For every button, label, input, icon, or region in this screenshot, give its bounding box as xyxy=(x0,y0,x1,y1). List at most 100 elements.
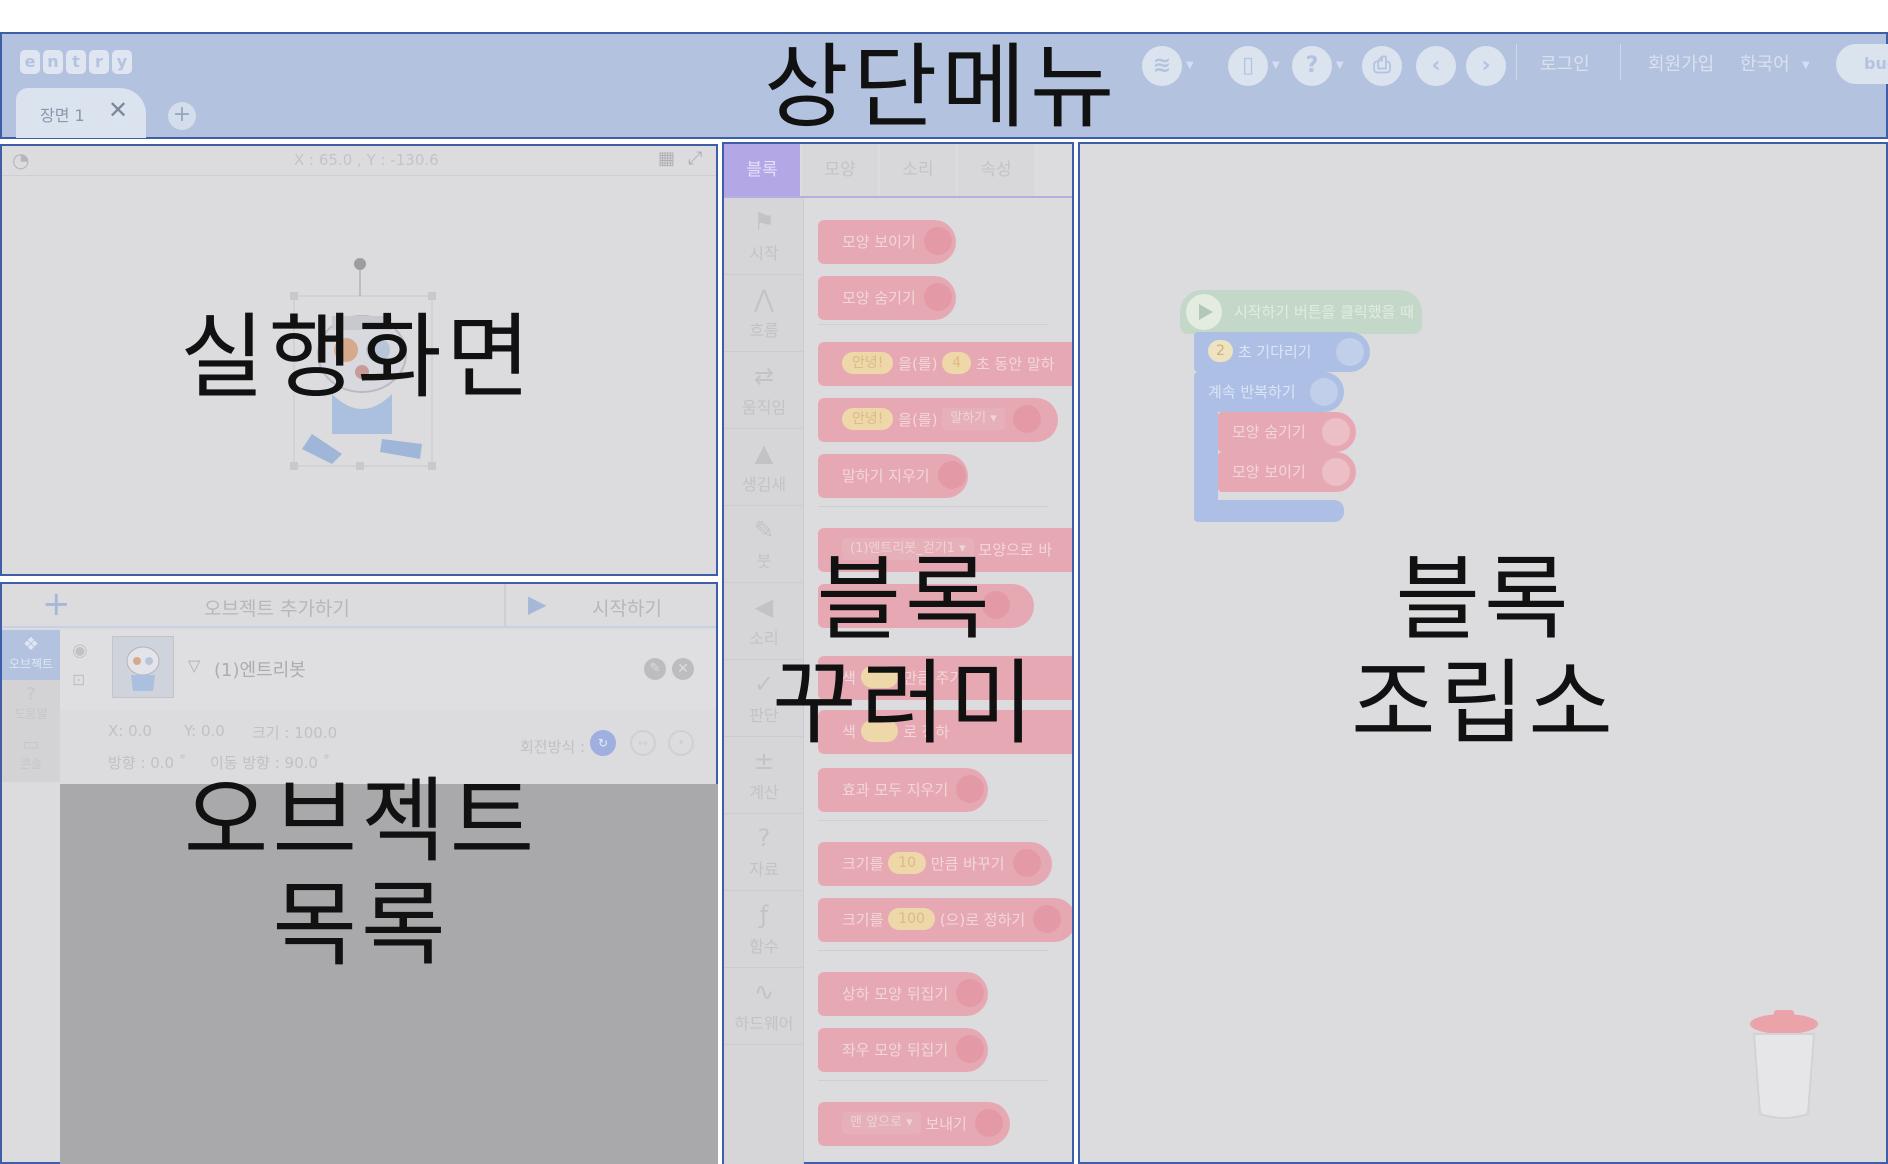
block-say-for-seconds[interactable]: 안녕! 을(를) 4 초 동안 말하 xyxy=(818,342,1072,386)
block-effect-set[interactable]: 색 로 정하 xyxy=(818,710,1072,754)
bug-report-button[interactable]: bug xyxy=(1836,44,1888,84)
category-data[interactable]: ?자료 xyxy=(724,814,804,891)
rotate-none-icon[interactable]: • xyxy=(668,730,694,756)
block-input[interactable] xyxy=(860,666,899,688)
block-input[interactable]: 2 xyxy=(1208,340,1233,362)
undo-icon[interactable]: ‹ xyxy=(1416,46,1456,86)
side-tab-console[interactable]: ▭ 콘솔 xyxy=(2,730,60,780)
close-icon[interactable]: ✕ xyxy=(108,96,129,124)
add-scene-button[interactable]: + xyxy=(168,102,196,130)
logo-letter: t xyxy=(66,50,86,74)
hide-block[interactable]: 모양 숨기기 xyxy=(1218,412,1356,452)
plus-icon[interactable]: + xyxy=(42,584,71,624)
start-button[interactable]: 시작하기 xyxy=(592,598,662,620)
category-brush[interactable]: ✎붓 xyxy=(724,506,804,583)
category-sound[interactable]: ◀소리 xyxy=(724,583,804,660)
fullscreen-icon[interactable]: ⤢ xyxy=(688,148,703,169)
block-say[interactable]: 안녕! 을(를) 말하기 ▾ xyxy=(818,398,1058,442)
redo-icon[interactable]: › xyxy=(1466,46,1506,86)
login-link[interactable]: 로그인 xyxy=(1540,54,1590,75)
entrybot-sprite[interactable] xyxy=(272,254,452,474)
category-calc[interactable]: ±계산 xyxy=(724,737,804,814)
entry-logo[interactable]: e n t r y xyxy=(20,50,132,74)
wait-block[interactable]: 2 초 기다리기 xyxy=(1194,332,1370,372)
block-size-set[interactable]: 크기를 100 (으)로 정하기 xyxy=(818,898,1072,942)
side-tab-help[interactable]: ? 도움말 xyxy=(2,680,60,730)
block-input[interactable]: 4 xyxy=(942,352,972,374)
object-row[interactable]: ◉ ⊡ ▽ (1)엔트리봇 ✎ ✕ xyxy=(60,630,716,710)
grid-icon[interactable]: ▦ xyxy=(658,148,676,169)
category-flow[interactable]: ⋀흐름 xyxy=(724,275,804,352)
chevron-down-icon[interactable]: ▽ xyxy=(188,656,201,675)
shapes-icon: ▲ xyxy=(754,439,774,467)
speed-icon[interactable]: ◔ xyxy=(12,148,30,172)
rotate-free-icon[interactable]: ↻ xyxy=(590,730,616,756)
object-name[interactable]: (1)엔트리봇 xyxy=(214,660,306,681)
block-size-change[interactable]: 크기를 10 만큼 바꾸기 xyxy=(818,842,1052,886)
help-icon[interactable]: ? xyxy=(1292,46,1332,86)
trash-icon[interactable] xyxy=(1748,1010,1820,1120)
print-icon[interactable]: ⎙ xyxy=(1362,46,1402,86)
block-label: 초 기다리기 xyxy=(1237,343,1312,361)
block-input[interactable]: 안녕! xyxy=(842,352,894,374)
block-flip-vertical[interactable]: 상하 모양 뒤집기 xyxy=(818,972,988,1016)
chevron-down-icon: ▼ xyxy=(1336,60,1344,71)
delete-icon[interactable]: ✕ xyxy=(672,658,694,680)
block-input[interactable]: 안녕! xyxy=(842,408,894,430)
tab-sound[interactable]: 소리 xyxy=(880,144,956,196)
block-next-shape[interactable] xyxy=(818,584,1034,628)
rotate-horizontal-icon[interactable]: ↔ xyxy=(630,730,656,756)
object-direction[interactable]: 방향 : 0.0 ˚ xyxy=(108,754,187,772)
block-assembly-panel[interactable]: 시작하기 버튼을 클릭했을 때 2 초 기다리기 계속 반복하기 모양 숨기기 … xyxy=(1078,142,1888,1164)
side-tab-object[interactable]: ❖ 오브젝트 xyxy=(2,630,60,680)
category-motion[interactable]: ⇄움직임 xyxy=(724,352,804,429)
language-select[interactable]: 한국어 xyxy=(1740,54,1790,75)
show-block[interactable]: 모양 보이기 xyxy=(1218,452,1356,492)
block-send-order[interactable]: 맨 앞으로 ▾ 보내기 xyxy=(818,1102,1010,1146)
block-input[interactable] xyxy=(860,720,899,742)
block-hide[interactable]: 모양 숨기기 xyxy=(818,276,956,320)
play-icon[interactable]: ▶ xyxy=(528,590,547,618)
category-start[interactable]: ⚑시작 xyxy=(724,198,804,275)
add-object-button[interactable]: 오브젝트 추가하기 xyxy=(204,598,350,620)
block-clear-speech[interactable]: 말하기 지우기 xyxy=(818,454,968,498)
file-icon[interactable]: ▯ xyxy=(1228,46,1268,86)
scene-tab[interactable]: 장면 1 ✕ xyxy=(16,88,146,138)
block-label: 계속 반복하기 xyxy=(1208,383,1296,401)
block-label: 로 정하 xyxy=(903,723,950,741)
start-event-block[interactable]: 시작하기 버튼을 클릭했을 때 xyxy=(1180,290,1422,334)
tab-block[interactable]: 블록 xyxy=(724,144,800,196)
category-judge[interactable]: ✓판단 xyxy=(724,660,804,737)
object-y[interactable]: Y: 0.0 xyxy=(184,722,225,740)
category-label: 흐름 xyxy=(749,321,779,340)
category-label: 생김새 xyxy=(741,475,787,494)
edit-icon[interactable]: ✎ xyxy=(644,658,666,680)
object-move-direction[interactable]: 이동 방향 : 90.0 ˚ xyxy=(210,754,331,772)
block-flip-horizontal[interactable]: 좌우 모양 뒤집기 xyxy=(818,1028,988,1072)
repeat-forever-block[interactable]: 계속 반복하기 xyxy=(1194,372,1344,412)
block-input[interactable]: 10 xyxy=(888,852,927,874)
menu-icon[interactable]: ≋ xyxy=(1142,46,1182,86)
signup-link[interactable]: 회원가입 xyxy=(1648,54,1715,75)
tab-property[interactable]: 속성 xyxy=(958,144,1034,196)
category-hardware[interactable]: ∿하드웨어 xyxy=(724,968,804,1045)
calculator-icon: ± xyxy=(753,747,775,775)
function-icon: ƒ xyxy=(759,901,769,929)
object-x[interactable]: X: 0.0 xyxy=(108,722,152,740)
object-size[interactable]: 크기 : 100.0 xyxy=(252,724,338,742)
block-dropdown[interactable]: (1)엔트리봇_걷기1 ▾ xyxy=(842,538,974,560)
block-show[interactable]: 모양 보이기 xyxy=(818,220,956,264)
block-input[interactable]: 100 xyxy=(888,908,935,930)
category-looks[interactable]: ▲ 생김새 xyxy=(724,429,804,506)
lock-icon[interactable]: ⊡ xyxy=(72,670,86,689)
block-change-shape[interactable]: (1)엔트리봇_걷기1 ▾ 모양으로 바 xyxy=(818,528,1072,572)
block-clear-effects[interactable]: 효과 모두 지우기 xyxy=(818,768,988,812)
logo-letter: n xyxy=(43,50,63,74)
block-dropdown[interactable]: 말하기 ▾ xyxy=(942,408,1005,430)
block-dropdown[interactable]: 맨 앞으로 ▾ xyxy=(842,1112,921,1134)
tab-shape[interactable]: 모양 xyxy=(802,144,878,196)
eye-icon[interactable]: ◉ xyxy=(72,640,88,661)
block-effect-add[interactable]: 색 만큼 주기 xyxy=(818,656,1072,700)
